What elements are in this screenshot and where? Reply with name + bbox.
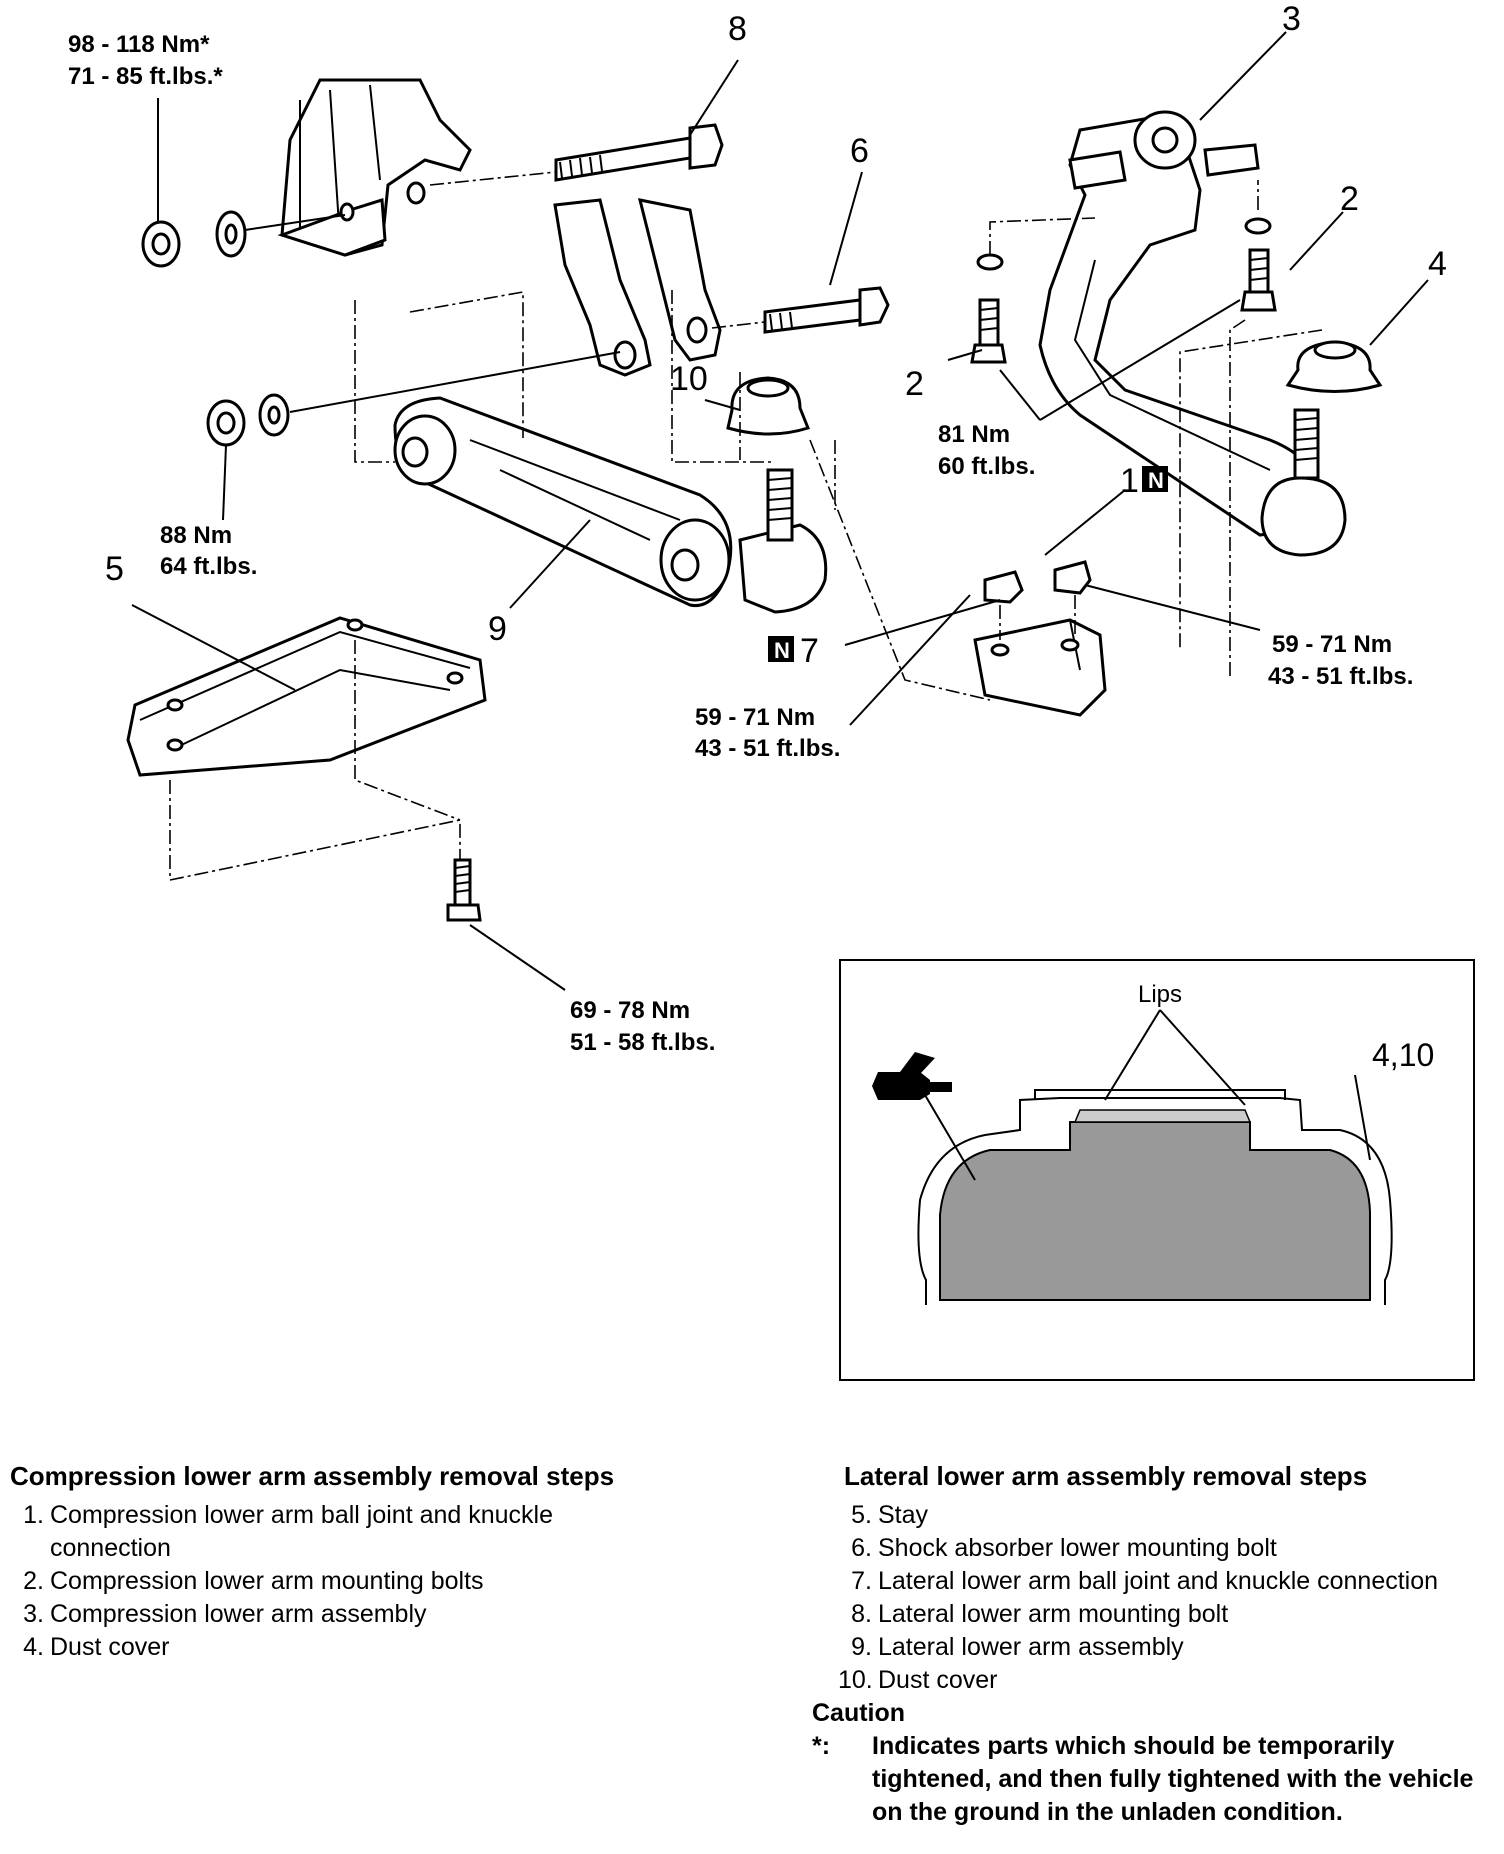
torque-lateral-bolt-ft: 64 ft.lbs. (160, 553, 257, 580)
dust-cover-inset: Lips 4,10 (839, 959, 1475, 1381)
torque-stay-bolt-ft: 51 - 58 ft.lbs. (570, 1029, 715, 1056)
callout-4: 4 (1428, 245, 1447, 283)
lateral-arm-bolt-nut (206, 399, 246, 447)
torque-nut1-nm: 59 - 71 Nm (1272, 631, 1392, 658)
upper-left-nut (141, 220, 181, 268)
stay (126, 616, 487, 777)
stay-mounting-bolt (446, 858, 482, 922)
callout-3: 3 (1282, 0, 1301, 38)
step-text: Shock absorber lower mounting bolt (878, 1534, 1277, 1562)
step-text: Compression lower arm assembly (50, 1600, 427, 1628)
list-item: 10.Dust cover (838, 1664, 1500, 1697)
nut-7 (983, 570, 1024, 604)
torque-upper-left-ft: 71 - 85 ft.lbs.* (68, 63, 223, 90)
caution-mark: *: (812, 1732, 831, 1760)
step-text: Compression lower arm mounting bolts (50, 1567, 484, 1595)
callout-9: 9 (488, 610, 507, 648)
torque-nut7-ft: 43 - 51 ft.lbs. (695, 735, 840, 762)
lateral-arm-heading: Lateral lower arm assembly removal steps (844, 1461, 1368, 1491)
list-item: 6.Shock absorber lower mounting bolt (838, 1532, 1500, 1565)
lateral-arm-step-list: 5.Stay 6.Shock absorber lower mounting b… (812, 1499, 1500, 1697)
n-badge-7-label: N (774, 638, 790, 663)
caution-title: Caution (812, 1699, 906, 1727)
compression-arm-heading: Compression lower arm assembly removal s… (10, 1461, 615, 1491)
n-badge-7 (768, 636, 794, 662)
step-number: 3. (23, 1600, 44, 1628)
step-text: Lateral lower arm assembly (878, 1633, 1184, 1661)
torque-compression-bolts-nm: 81 Nm (938, 421, 1010, 448)
lateral-arm-steps: Lateral lower arm assembly removal steps… (812, 1460, 1500, 1829)
list-item: 5.Stay (838, 1499, 1500, 1532)
dust-cover-lateral (726, 376, 810, 436)
torque-upper-left-nm: 98 - 118 Nm* (68, 31, 210, 58)
torque-nut1-ft: 43 - 51 ft.lbs. (1268, 663, 1413, 690)
compression-lower-arm (1038, 110, 1347, 557)
body-bracket (277, 78, 472, 257)
lateral-lower-arm (393, 396, 828, 614)
step-number: 6. (851, 1534, 872, 1562)
nut-1 (1053, 560, 1092, 595)
compression-arm-bolt-right (1240, 217, 1277, 312)
torque-compression-bolts-ft: 60 ft.lbs. (938, 453, 1035, 480)
step-number: 4. (23, 1633, 44, 1661)
list-item: 2.Compression lower arm mounting bolts (10, 1565, 670, 1598)
callout-2-right: 2 (1340, 180, 1359, 218)
callout-10: 10 (670, 360, 708, 398)
step-number: 8. (851, 1600, 872, 1628)
compression-arm-step-list: 1.Compression lower arm ball joint and k… (10, 1499, 670, 1664)
list-item: 8.Lateral lower arm mounting bolt (838, 1598, 1500, 1631)
leader-lines (131, 31, 1429, 991)
callout-7: 7 (800, 632, 819, 670)
n-badge-1-label: N (1148, 468, 1164, 493)
step-number: 7. (851, 1567, 872, 1595)
step-text: Stay (878, 1501, 929, 1529)
torque-lateral-bolt-nm: 88 Nm (160, 522, 232, 549)
step-number: 1. (23, 1501, 44, 1529)
list-item: 3.Compression lower arm assembly (10, 1598, 670, 1631)
torque-stay-bolt-nm: 69 - 78 Nm (570, 997, 690, 1024)
inset-lips-label: Lips (1138, 981, 1182, 1008)
list-item: 7.Lateral lower arm ball joint and knuck… (838, 1565, 1500, 1598)
step-text: Lateral lower arm mounting bolt (878, 1600, 1229, 1628)
n-badge-1 (1142, 466, 1168, 492)
step-text: Dust cover (878, 1666, 998, 1694)
list-item: 4.Dust cover (10, 1631, 670, 1664)
callout-8: 8 (728, 10, 747, 48)
knuckle-fork (553, 198, 722, 377)
shock-absorber-lower-bolt (763, 286, 890, 334)
caution-text: Indicates parts which should be temporar… (872, 1732, 1474, 1826)
step-text: Lateral lower arm ball joint and knuckle… (878, 1567, 1439, 1595)
list-item: 9.Lateral lower arm assembly (838, 1631, 1500, 1664)
lateral-arm-bolt-washer (258, 393, 290, 437)
dust-cover-compression (1285, 340, 1383, 393)
step-number: 10. (838, 1666, 873, 1694)
step-text: Dust cover (50, 1633, 170, 1661)
knuckle-bracket (973, 618, 1107, 717)
upper-left-washer (215, 210, 247, 258)
inset-part-label: 4,10 (1372, 1037, 1434, 1073)
callout-2-left: 2 (905, 365, 924, 403)
caution-note: *: Indicates parts which should be tempo… (812, 1730, 1500, 1829)
step-number: 9. (851, 1633, 872, 1661)
callout-1: 1 (1120, 462, 1139, 500)
lateral-arm-mounting-bolt (554, 123, 724, 182)
step-number: 5. (851, 1501, 872, 1529)
grease-gun-icon (872, 1052, 952, 1100)
callout-6: 6 (850, 132, 869, 170)
step-number: 2. (23, 1567, 44, 1595)
list-item: 1.Compression lower arm ball joint and k… (10, 1499, 670, 1565)
torque-nut7-nm: 59 - 71 Nm (695, 704, 815, 731)
compression-arm-bolt-left (970, 253, 1007, 364)
callout-5: 5 (105, 550, 124, 588)
step-text: Compression lower arm ball joint and knu… (50, 1501, 554, 1562)
compression-arm-steps: Compression lower arm assembly removal s… (10, 1460, 670, 1664)
